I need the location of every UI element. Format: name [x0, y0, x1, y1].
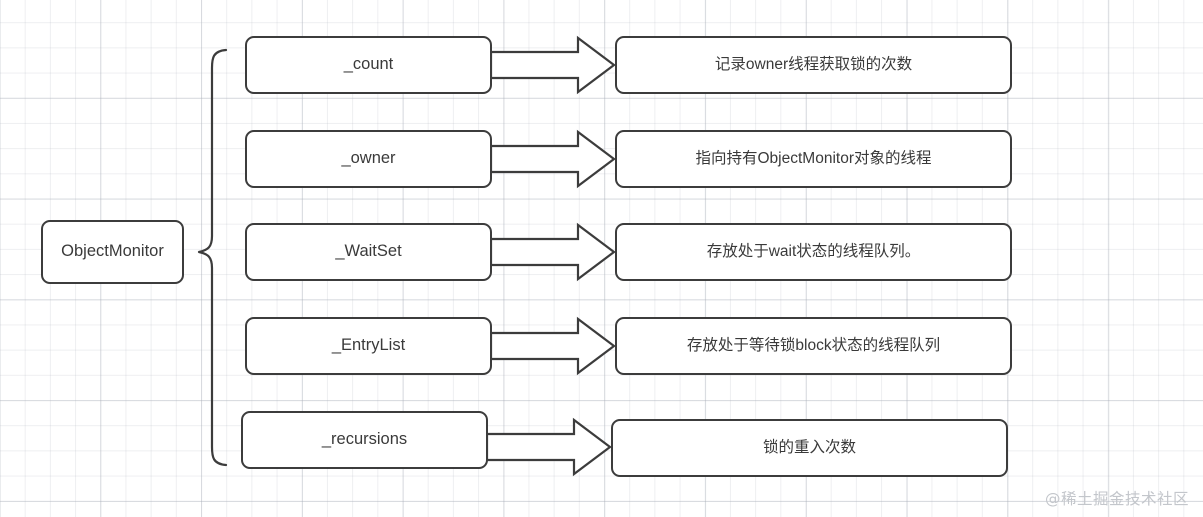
watermark: @稀土掘金技术社区	[1044, 490, 1189, 508]
node-field-2[interactable]: _WaitSet	[245, 223, 492, 281]
node-object-monitor-label: ObjectMonitor	[61, 242, 164, 261]
node-field-0[interactable]: _count	[245, 36, 492, 94]
node-desc-2[interactable]: 存放处于wait状态的线程队列。	[615, 223, 1012, 281]
node-field-3-label: _EntryList	[331, 336, 406, 355]
block-arrow-right-5	[485, 417, 612, 477]
node-field-2-label: _WaitSet	[335, 242, 402, 261]
node-desc-1[interactable]: 指向持有ObjectMonitor对象的线程	[615, 130, 1012, 188]
node-desc-0[interactable]: 记录owner线程获取锁的次数	[615, 36, 1012, 94]
block-arrow-right-4	[489, 316, 616, 376]
node-desc-4-label: 锁的重入次数	[762, 438, 856, 456]
node-field-1[interactable]: _owner	[245, 130, 492, 188]
node-desc-1-label: 指向持有ObjectMonitor对象的线程	[695, 149, 932, 167]
node-field-4[interactable]: _recursions	[241, 411, 488, 469]
node-desc-3[interactable]: 存放处于等待锁block状态的线程队列	[615, 317, 1012, 375]
node-field-4-label: _recursions	[321, 430, 408, 449]
block-arrow-right-3	[489, 222, 616, 282]
node-object-monitor[interactable]: ObjectMonitor	[41, 220, 184, 284]
node-field-3[interactable]: _EntryList	[245, 317, 492, 375]
block-arrow-right-1	[489, 35, 616, 95]
block-arrow-right-2	[489, 129, 616, 189]
node-desc-3-label: 存放处于等待锁block状态的线程队列	[686, 336, 941, 354]
node-desc-2-label: 存放处于wait状态的线程队列。	[706, 242, 921, 260]
node-field-1-label: _owner	[341, 149, 396, 168]
node-field-0-label: _count	[343, 55, 394, 74]
node-desc-4[interactable]: 锁的重入次数	[611, 419, 1008, 477]
node-desc-0-label: 记录owner线程获取锁的次数	[714, 55, 913, 73]
